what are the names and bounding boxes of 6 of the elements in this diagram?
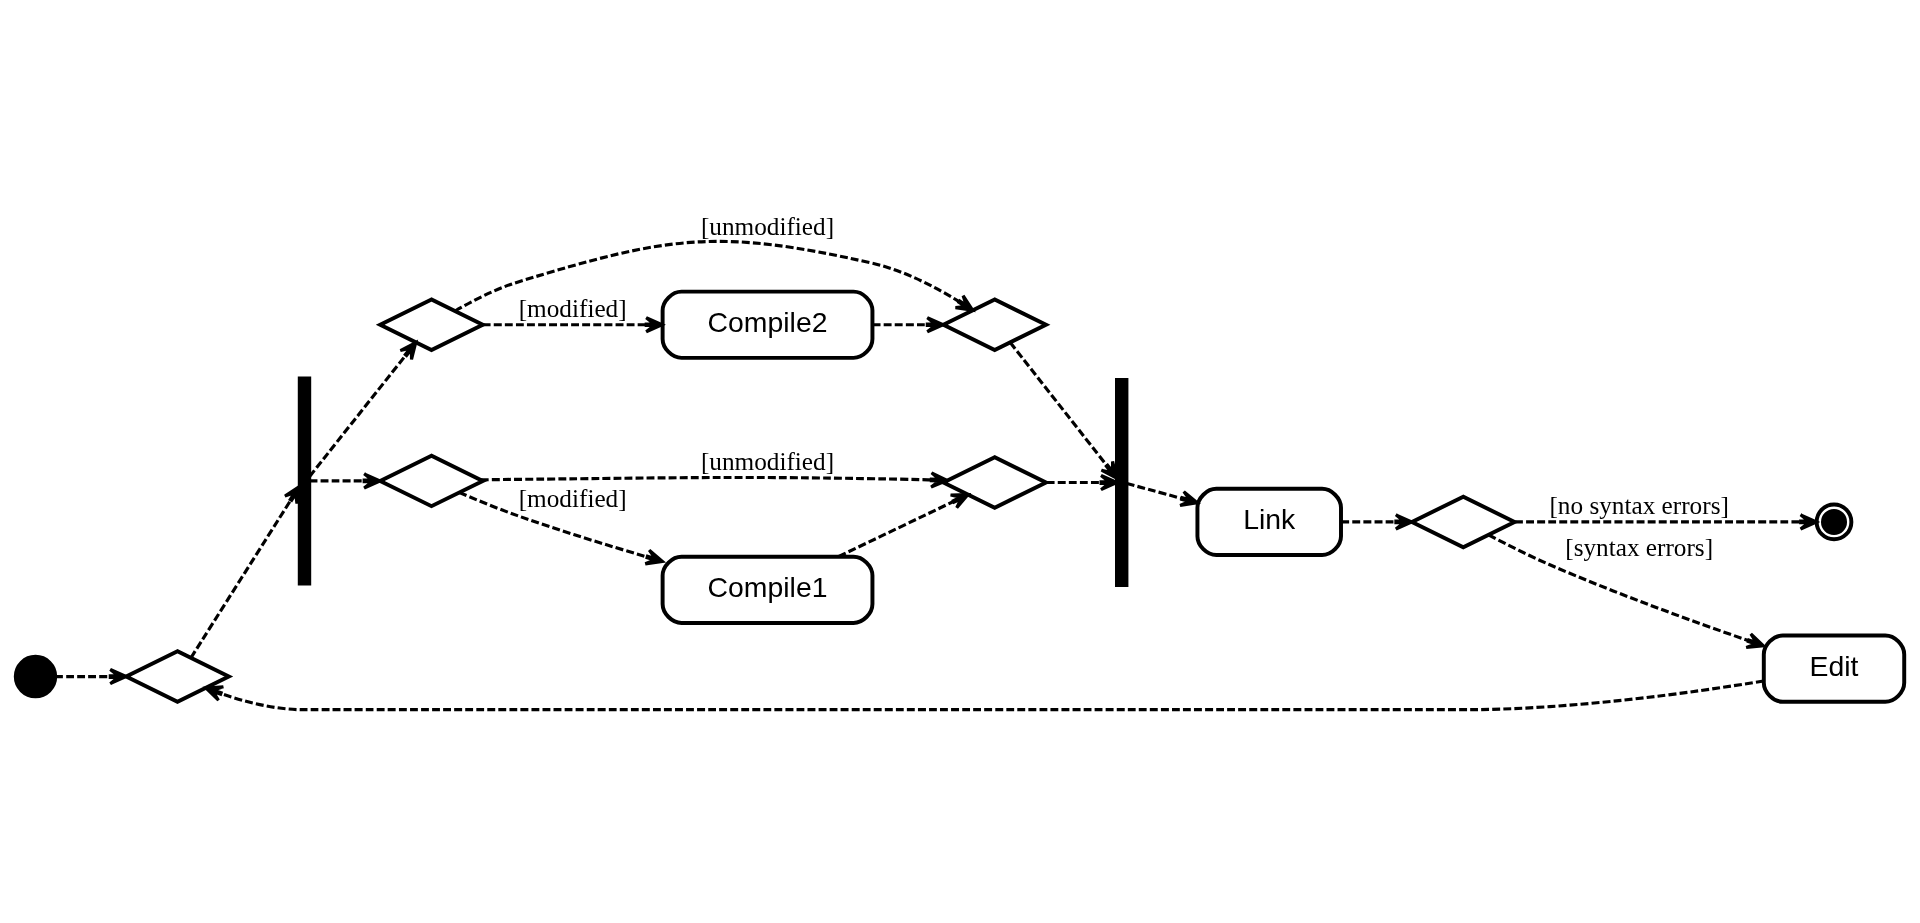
- edge-label: [unmodified]: [700, 447, 835, 475]
- edge-label: [syntax errors]: [1565, 533, 1714, 561]
- edge-label: [modified]: [518, 294, 627, 322]
- edge-label: [no syntax errors]: [1549, 491, 1729, 519]
- edge-label: [modified]: [518, 484, 627, 512]
- edge-label: [unmodified]: [700, 212, 835, 239]
